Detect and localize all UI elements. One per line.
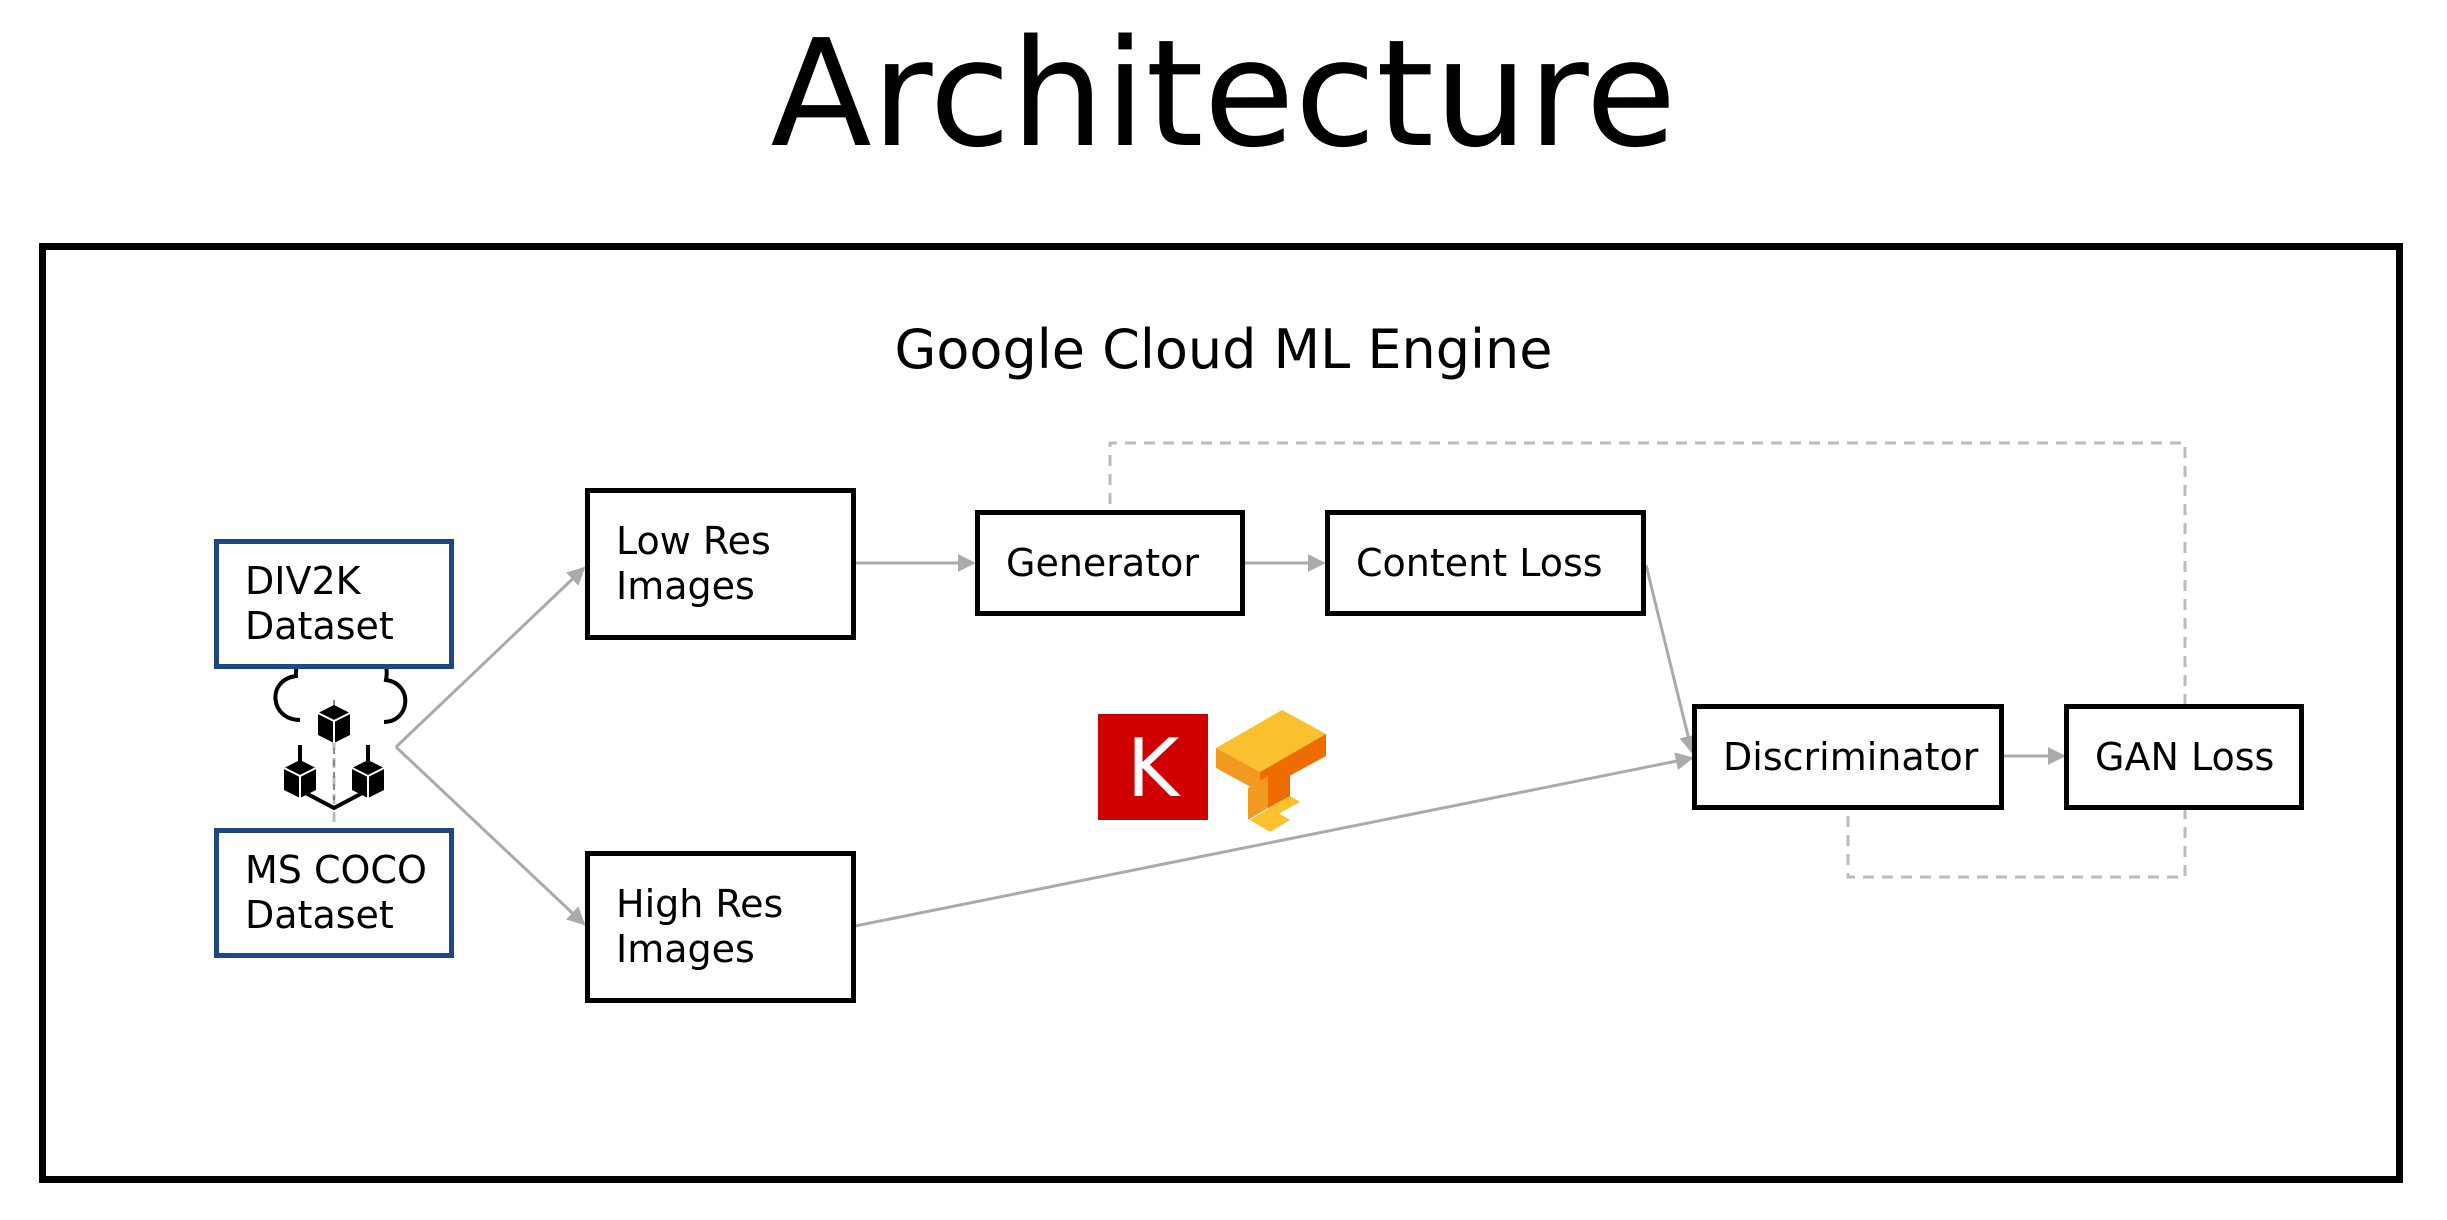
content-loss-node: Content Loss [1325, 510, 1646, 616]
cloud-ml-engine-frame [39, 243, 2403, 1183]
generator-label: Generator [1006, 540, 1199, 585]
svg-text:K: K [1127, 722, 1182, 815]
discriminator-node: Discriminator [1692, 704, 2004, 810]
arrow-high-res-to-discriminator [854, 752, 1694, 928]
arrow-content-to-discriminator [1644, 564, 1697, 754]
arrow-to-high-res [394, 745, 586, 926]
generator-node: Generator [975, 510, 1245, 616]
keras-logo: K [1098, 714, 1208, 820]
mscoco-dataset-node: MS COCO Dataset [214, 828, 454, 958]
div2k-label: DIV2K Dataset [245, 559, 394, 648]
gan-loss-node: GAN Loss [2064, 704, 2304, 810]
page-title: Architecture [770, 8, 1677, 180]
frame-label: Google Cloud ML Engine [894, 318, 1553, 381]
feedback-to-generator [1108, 441, 2187, 705]
feedback-to-discriminator [1846, 808, 2187, 879]
arrow-to-low-res [394, 566, 586, 749]
div2k-dataset-node: DIV2K Dataset [214, 539, 454, 669]
content-loss-label: Content Loss [1356, 540, 1603, 585]
low-res-images-node: Low Res Images [585, 488, 856, 640]
high-res-images-node: High Res Images [585, 851, 856, 1003]
high-res-label: High Res Images [616, 882, 784, 971]
low-res-label: Low Res Images [616, 519, 771, 608]
discriminator-label: Discriminator [1723, 734, 1979, 779]
tensorflow-logo [1216, 710, 1326, 832]
mscoco-label: MS COCO Dataset [245, 848, 427, 937]
gan-loss-label: GAN Loss [2095, 734, 2275, 779]
